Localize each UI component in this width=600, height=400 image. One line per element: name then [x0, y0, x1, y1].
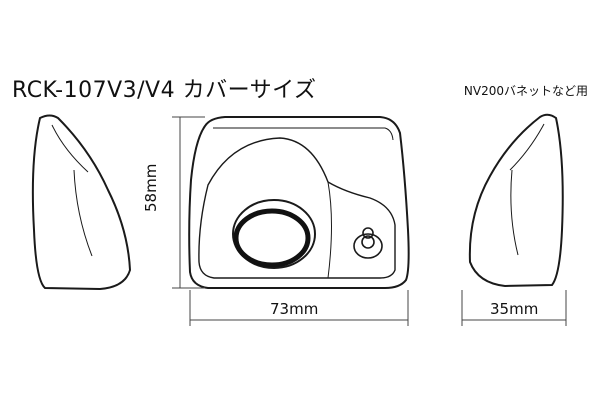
depth-label: 35mm — [490, 300, 539, 318]
left-side-view — [31, 114, 132, 291]
height-dimension-line — [172, 116, 205, 289]
width-dimension-line — [189, 290, 409, 326]
vehicle-note: NV200バネットなど用 — [463, 84, 588, 98]
camera-lens — [232, 199, 316, 269]
height-label: 58mm — [142, 163, 160, 212]
diagram-title: RCK-107V3/V4 カバーサイズ — [12, 78, 317, 103]
depth-dimension-line — [461, 290, 567, 326]
width-label: 73mm — [270, 300, 319, 318]
front-view — [188, 116, 410, 289]
sensor-ring — [353, 227, 383, 259]
right-side-view — [468, 113, 564, 288]
